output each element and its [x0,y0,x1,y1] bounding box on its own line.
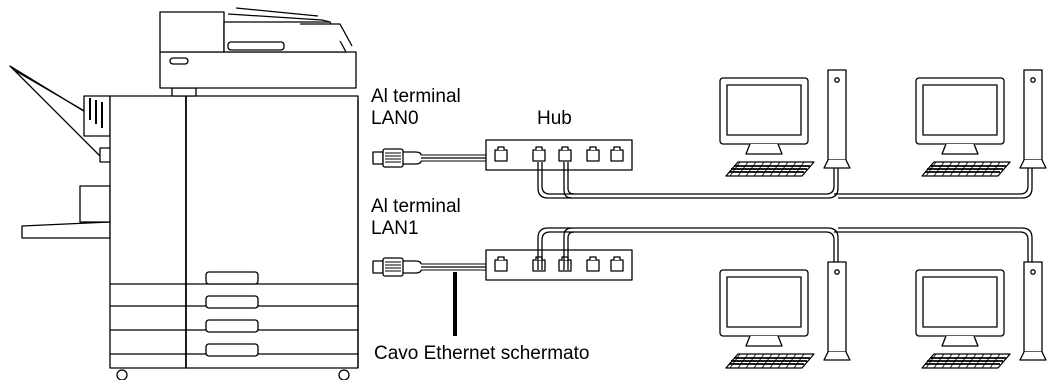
label-terminal-lan0: Al terminal LAN0 [371,86,461,130]
printer-icon [9,7,359,381]
rj45-plug-icon [372,148,422,168]
desktop-computer-icon [915,69,1047,177]
rj45-plug-icon [372,257,422,277]
hub-lan1 [485,249,633,281]
label-terminal-lan0-line1: Al terminal [371,86,461,107]
label-terminal-lan1-line1: Al terminal [371,196,461,217]
network-hub-icon [485,249,633,281]
desktop-computer-icon [719,69,851,177]
hub-lan0 [485,139,633,171]
desktop-computer-icon [719,261,851,369]
label-terminal-lan1: Al terminal LAN1 [371,196,461,240]
desktop-computer-icon [915,261,1047,369]
label-hub: Hub [537,108,572,129]
lan1-cables [537,227,1033,270]
lan0-cables [537,156,1033,199]
label-terminal-lan1-line2: LAN1 [371,218,419,239]
lan1-connection [372,257,488,336]
label-terminal-lan0-line2: LAN0 [371,108,419,129]
label-cable: Cavo Ethernet schermato [374,343,590,364]
lan0-connection [372,148,488,168]
